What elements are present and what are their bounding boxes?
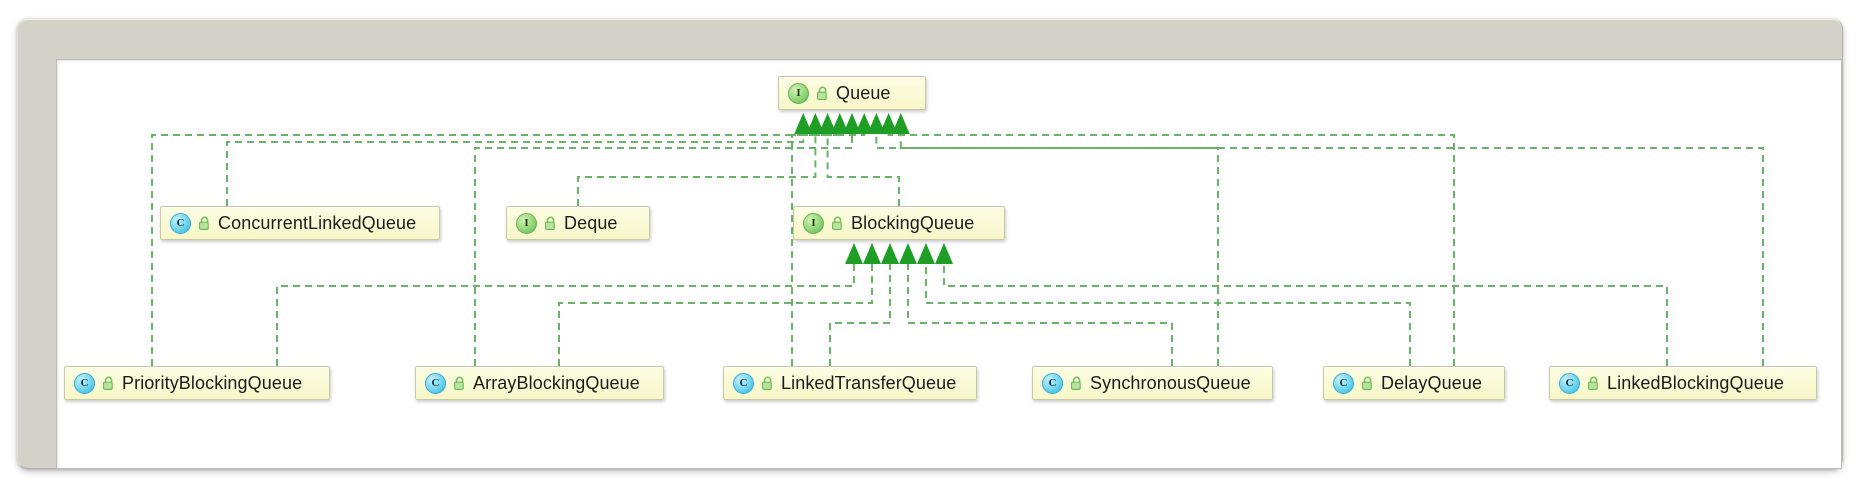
arrowhead-arrayblockingqueue-to-queue [843,113,861,134]
arrowhead-linkedtransferqueue-to-queue [855,113,874,134]
edge-linkedblockingqueue-to-blockingqueue [943,264,1668,366]
node-label: DelayQueue [1381,372,1483,393]
arrowhead-linkedtransferqueue-to-blockingqueue [881,243,899,264]
edge-blockingqueue-to-queue [826,134,900,206]
class-icon: C [425,372,446,394]
node-label: LinkedBlockingQueue [1607,372,1785,393]
padlock-icon [453,376,466,391]
interface-icon: I [803,212,824,234]
node-synchronousqueue[interactable]: C SynchronousQueue [1032,366,1273,400]
node-label: BlockingQueue [851,212,975,233]
padlock-icon [831,216,844,231]
arrowhead-blockingqueue-to-queue [818,113,837,134]
node-arrayblockingqueue[interactable]: C ArrayBlockingQueue [415,366,664,400]
class-icon: C [170,212,191,234]
edge-deque-to-queue [577,134,817,206]
arrowhead-arrayblockingqueue-to-blockingqueue [863,243,881,264]
node-label: LinkedTransferQueue [781,372,957,393]
padlock-icon [1587,376,1600,391]
node-label: Queue [836,82,891,103]
class-icon: C [733,372,754,394]
node-deque[interactable]: I Deque [506,206,650,240]
arrowhead-concurrentlinkedqueue-to-queue [794,113,813,134]
padlock-icon [1361,376,1374,391]
arrowhead-priorityblockingqueue-to-blockingqueue [845,243,863,264]
edge-concurrentlinkedqueue-to-queue [226,134,805,206]
edge-priorityblockingqueue-to-queue [151,134,841,366]
node-label: Deque [564,212,618,233]
class-icon: C [74,372,95,394]
edge-layer [151,113,1764,366]
node-concurrentlinkedqueue[interactable]: C ConcurrentLinkedQueue [160,206,440,240]
padlock-icon [1070,376,1083,391]
node-blockingqueue[interactable]: I BlockingQueue [793,206,1005,240]
edge-synchronousqueue-to-queue [875,134,1219,366]
arrowhead-delayqueue-to-blockingqueue [917,243,935,264]
node-label: ArrayBlockingQueue [473,372,640,393]
arrowhead-synchronousqueue-to-queue [867,113,886,134]
edge-linkedblockingqueue-to-queue [899,134,1764,366]
node-label: SynchronousQueue [1090,372,1251,393]
edge-linkedtransferqueue-to-blockingqueue [829,264,891,366]
arrowhead-priorityblockingqueue-to-queue [830,113,849,134]
edge-delayqueue-to-blockingqueue [925,264,1411,366]
node-priorityblockingqueue[interactable]: C PriorityBlockingQueue [64,366,330,400]
node-linkedtransferqueue[interactable]: C LinkedTransferQueue [723,366,977,400]
edge-synchronousqueue-to-blockingqueue [907,264,1173,366]
edge-arrayblockingqueue-to-queue [474,134,853,366]
padlock-icon [198,216,211,231]
padlock-icon [761,376,774,391]
node-delayqueue[interactable]: C DelayQueue [1323,366,1505,400]
interface-icon: I [516,212,537,234]
node-linkedblockingqueue[interactable]: C LinkedBlockingQueue [1549,366,1817,400]
edge-priorityblockingqueue-to-blockingqueue [276,264,855,366]
arrowhead-deque-to-queue [806,113,825,134]
edge-arrayblockingqueue-to-blockingqueue [558,264,873,366]
class-icon: C [1333,372,1354,394]
edge-linkedtransferqueue-to-queue [791,134,866,366]
edge-delayqueue-to-queue [887,134,1455,366]
node-label: PriorityBlockingQueue [122,372,303,393]
class-icon: C [1042,372,1063,394]
arrowhead-linkedblockingqueue-to-queue [891,113,910,134]
node-queue[interactable]: I Queue [778,76,926,110]
padlock-icon [544,216,557,231]
arrowhead-delayqueue-to-queue [879,113,898,134]
padlock-icon [102,376,115,391]
class-icon: C [1559,372,1580,394]
padlock-icon [816,86,829,101]
arrowhead-synchronousqueue-to-blockingqueue [899,243,917,264]
interface-icon: I [788,82,809,104]
arrowhead-linkedblockingqueue-to-blockingqueue [935,243,953,264]
node-label: ConcurrentLinkedQueue [218,212,417,233]
